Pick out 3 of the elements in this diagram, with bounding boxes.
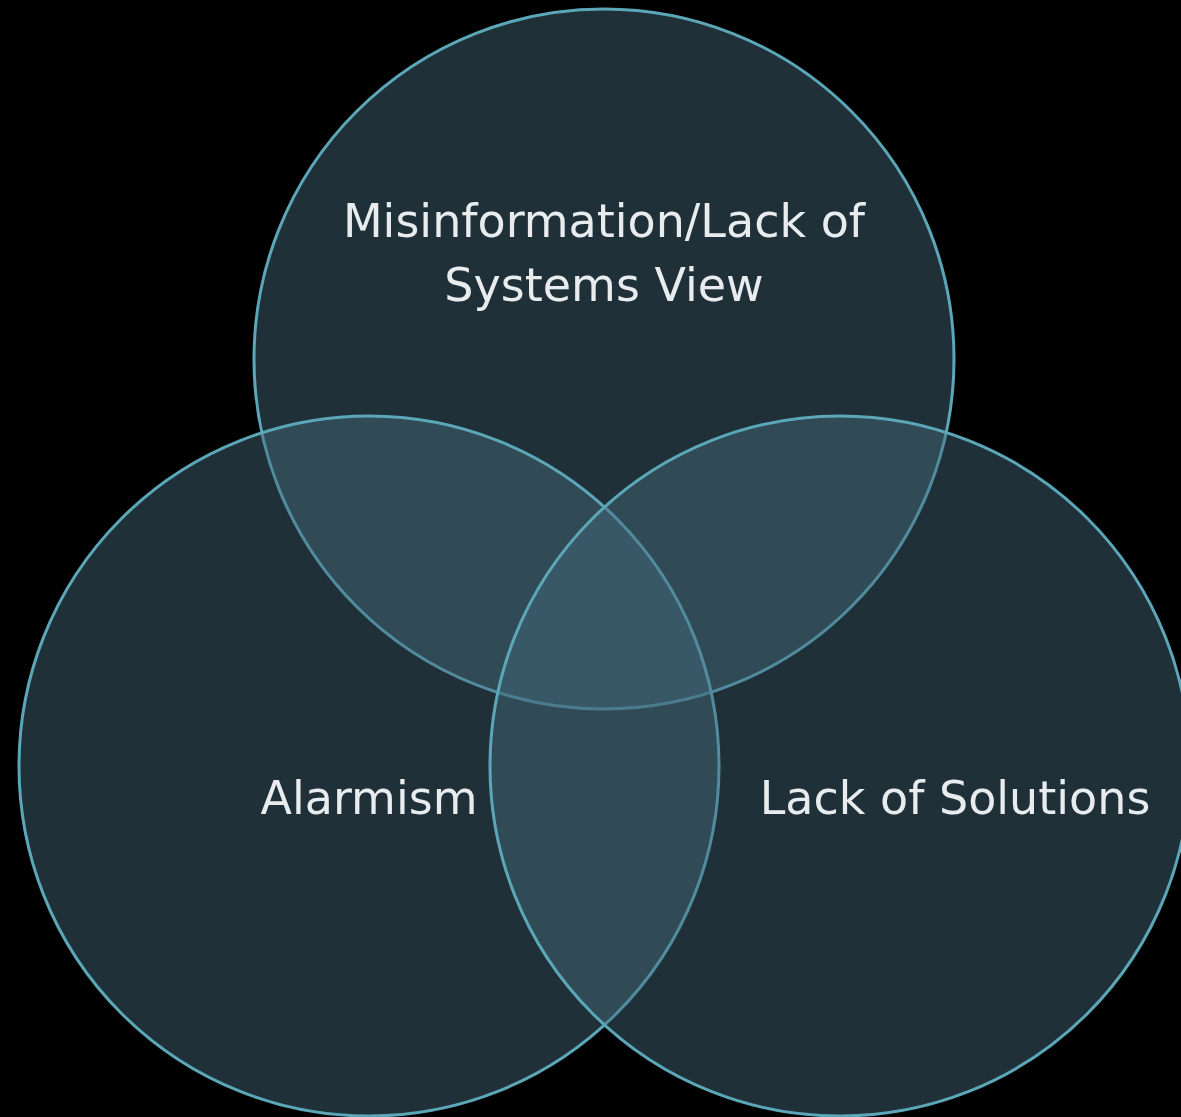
circle-label: Lack of Solutions [758,770,1152,827]
circle-label: Misinformation/Lack of Systems View [341,193,867,315]
circle-label: Alarmism [259,770,479,827]
